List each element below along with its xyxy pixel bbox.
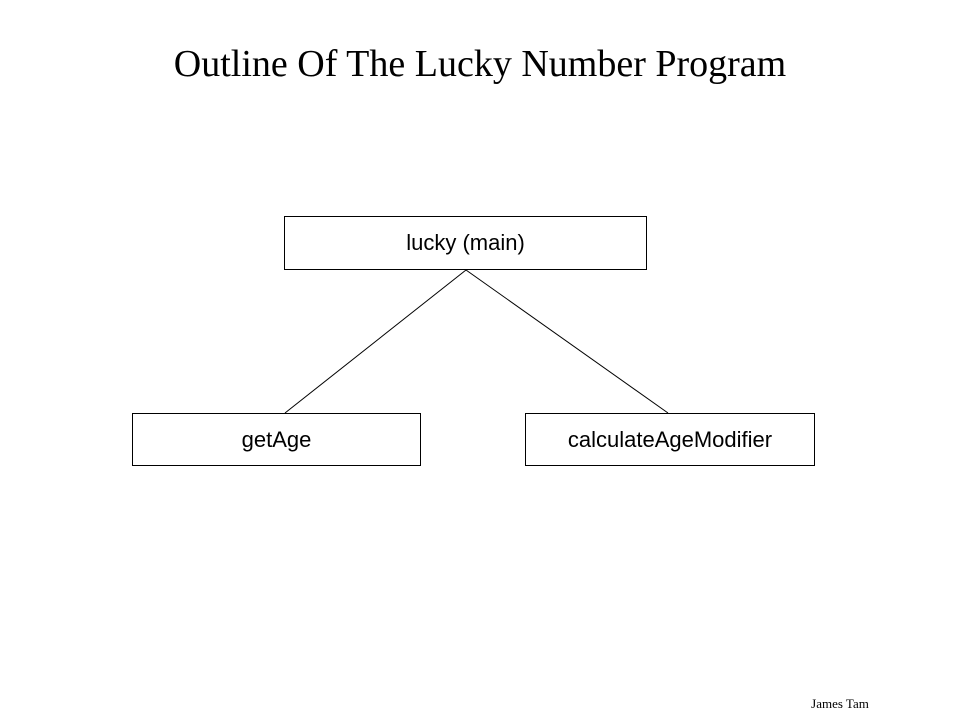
node-getage-label: getAge — [241, 426, 312, 452]
node-calculate-age-modifier-label: calculateAgeModifier — [567, 426, 773, 452]
node-lucky-main-label: lucky (main) — [406, 230, 525, 255]
slide-title: Outline Of The Lucky Number Program — [173, 43, 787, 85]
node-lucky-main: lucky (main) — [284, 216, 647, 270]
node-calculate-age-modifier: calculateAgeModifier — [525, 413, 815, 466]
author-footer: James Tam — [811, 696, 869, 711]
connector-main-to-getage — [284, 269, 467, 414]
node-getage: getAge — [132, 413, 421, 466]
connector-main-to-calculate-age-modifier — [465, 269, 669, 414]
